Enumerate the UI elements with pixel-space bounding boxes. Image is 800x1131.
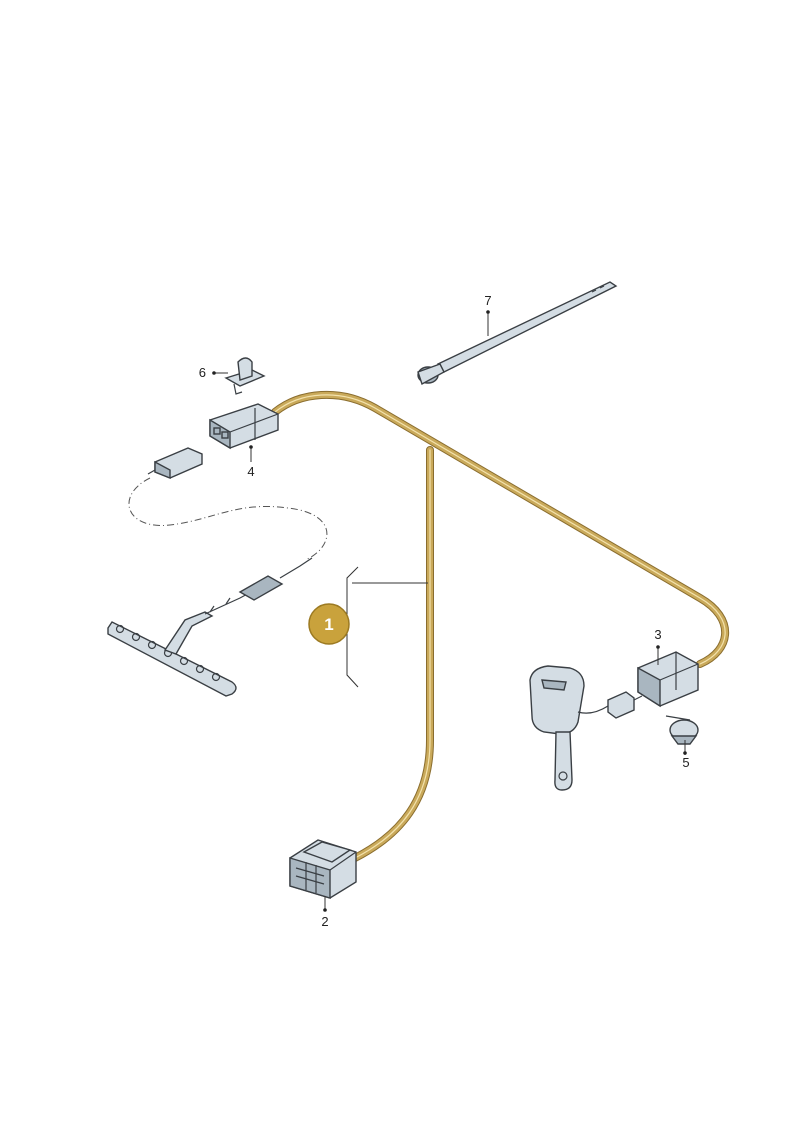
callout-2-label[interactable]: 2: [321, 914, 328, 929]
wiring-harness: [271, 390, 730, 862]
part-4-connector[interactable]: [147, 403, 279, 480]
callout-6-label[interactable]: 6: [199, 365, 206, 380]
harness-main-highlight: [274, 394, 726, 665]
part-7-cable-tie[interactable]: [417, 281, 618, 386]
sensor-mat: [107, 557, 313, 697]
callout-7-label[interactable]: 7: [484, 293, 491, 308]
main-item-label: 1: [324, 615, 333, 634]
seat-belt-buckle: [529, 665, 609, 791]
callout-3-label[interactable]: 3: [654, 627, 661, 642]
part-6-clip[interactable]: [224, 357, 266, 395]
harness-down-highlight: [354, 449, 431, 859]
callout-leaders: [212, 310, 687, 912]
callout-5-label[interactable]: 5: [682, 755, 689, 770]
main-item-badge[interactable]: 1: [308, 603, 350, 645]
part-3-connector[interactable]: [607, 651, 699, 719]
callout-4-label[interactable]: 4: [247, 464, 254, 479]
main-item-bracket: [346, 566, 428, 688]
part-5-clip[interactable]: [665, 715, 699, 745]
part-2-connector[interactable]: [289, 839, 357, 899]
dashed-cable: [128, 477, 328, 561]
